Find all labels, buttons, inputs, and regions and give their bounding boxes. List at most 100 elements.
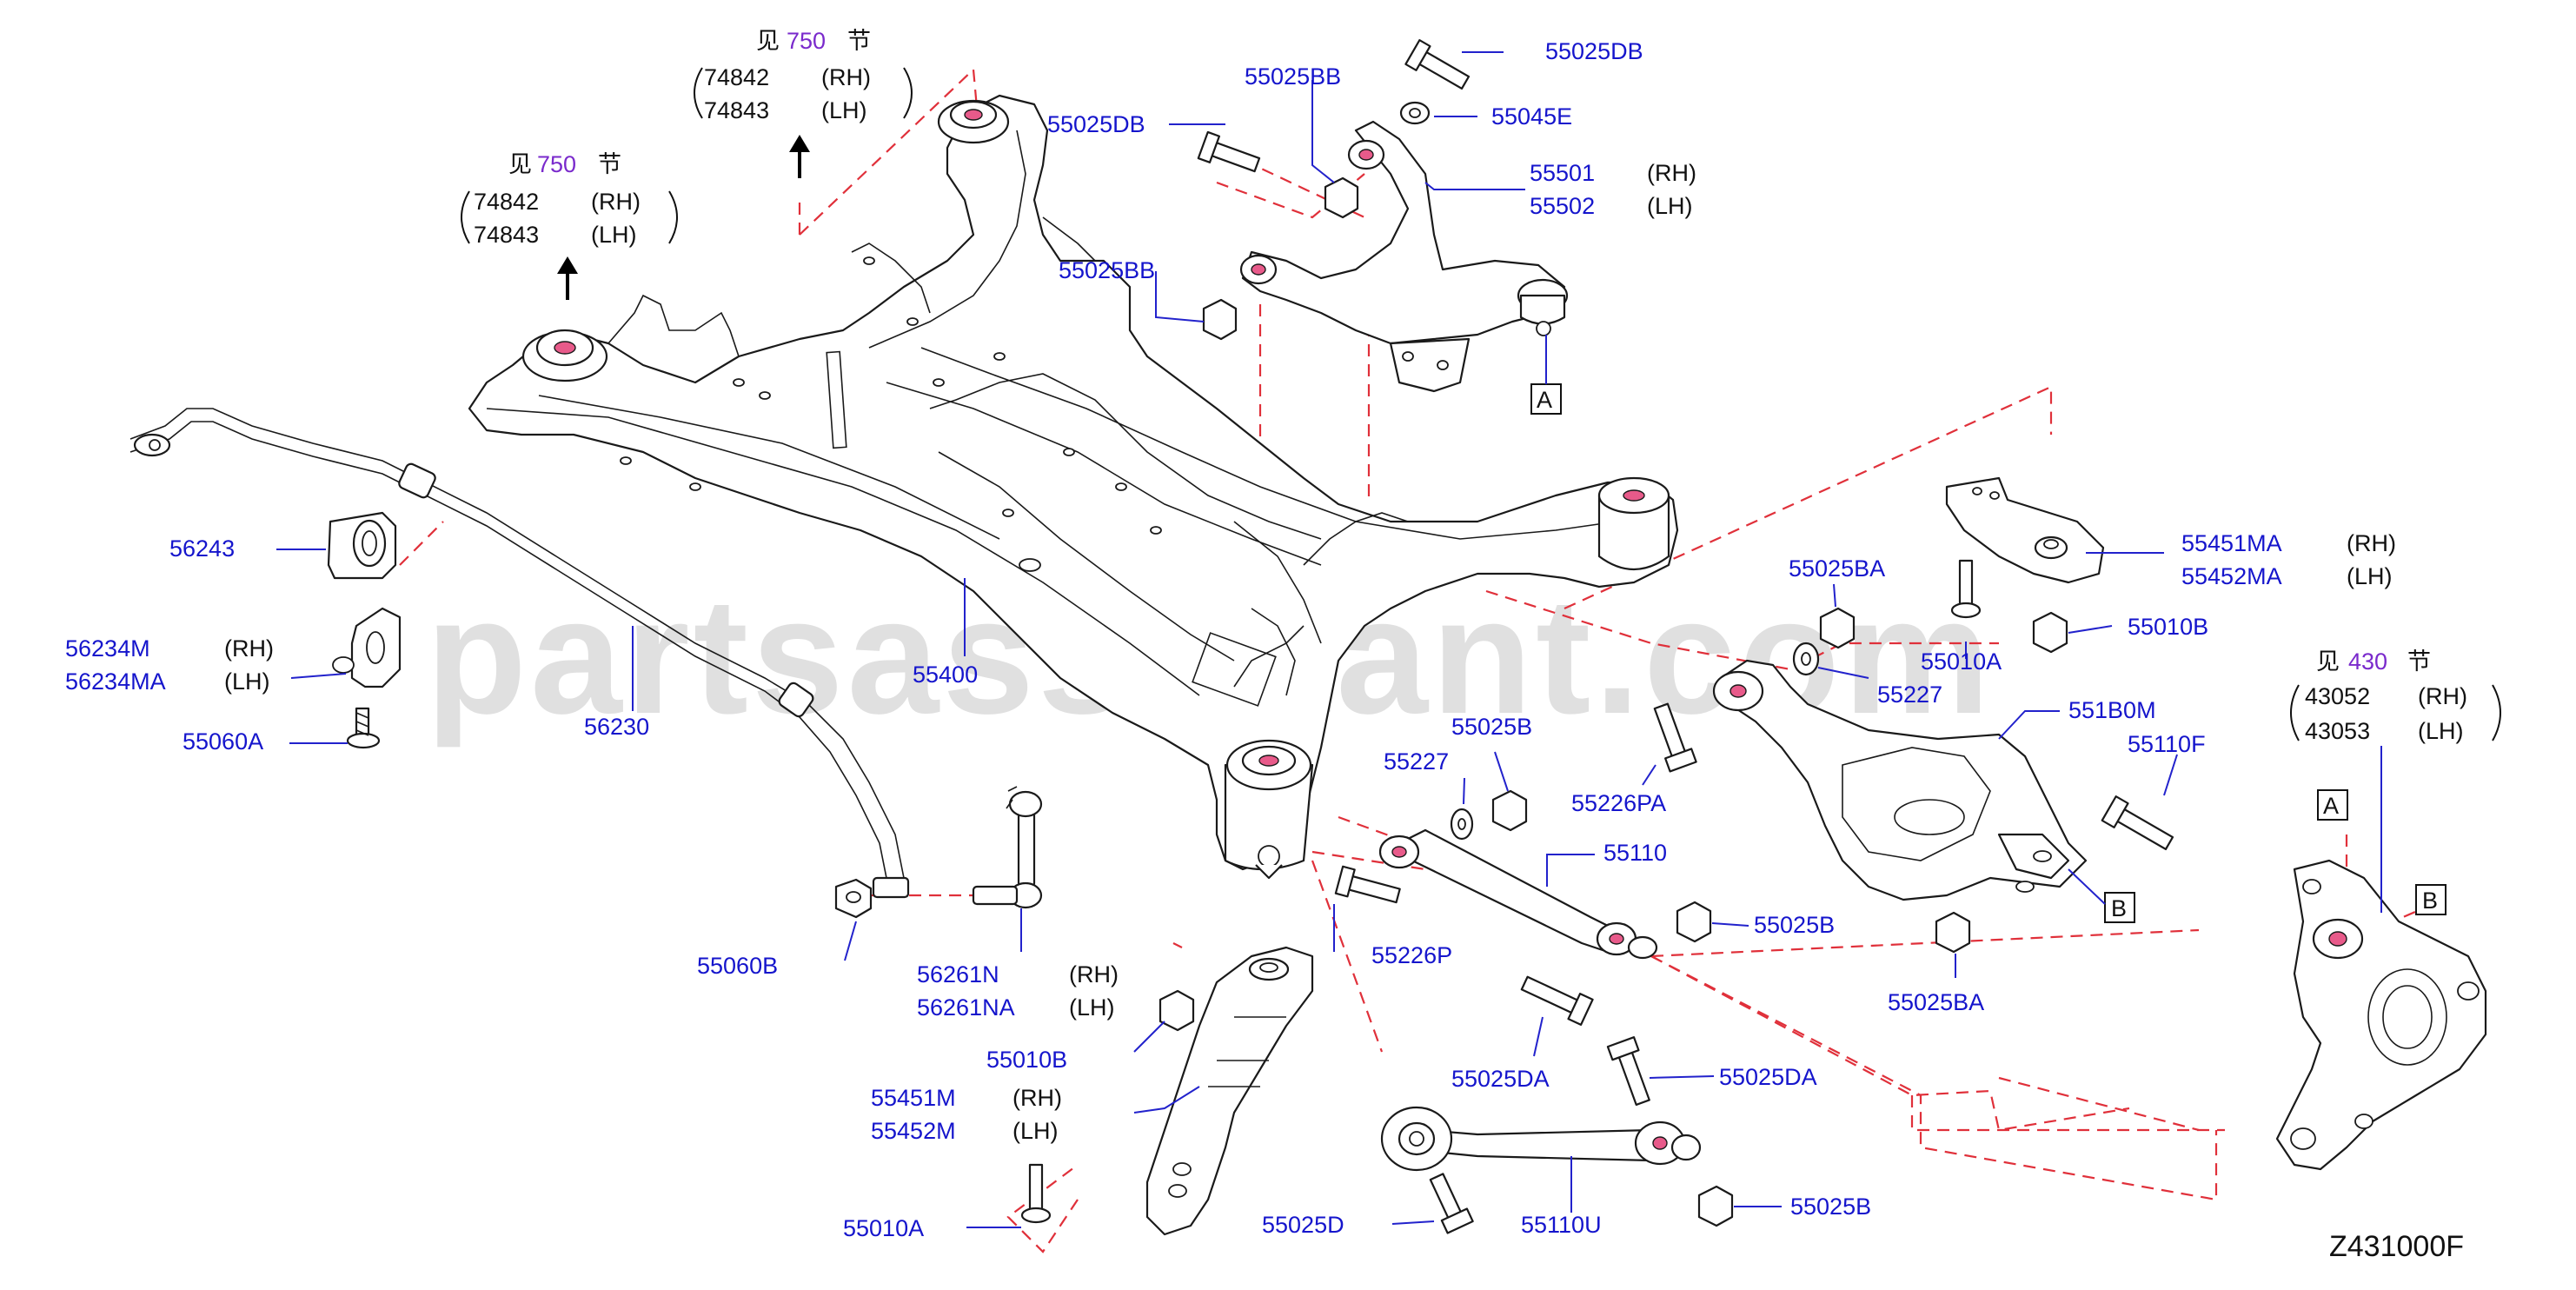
callout-55025D[interactable]: 55025D — [1262, 1212, 1344, 1238]
svg-text:(LH): (LH) — [1012, 1118, 1059, 1144]
callout-551B0M[interactable]: 551B0M — [2068, 697, 2156, 723]
stabilizer-bushing[interactable] — [327, 511, 397, 580]
callout-56234M[interactable]: 56234M — [65, 635, 150, 662]
callout-55227[interactable]: 55227 — [1877, 682, 1942, 708]
callout-55025DB[interactable]: 55025DB — [1545, 38, 1643, 64]
svg-text:(RH): (RH) — [1647, 160, 1696, 186]
callout-56234MA[interactable]: 56234MA — [65, 668, 166, 695]
callout-55452M[interactable]: 55452M — [871, 1118, 956, 1144]
svg-text:A: A — [1537, 387, 1552, 413]
callout-55025DA[interactable]: 55025DA — [1451, 1066, 1550, 1092]
svg-text:(LH): (LH) — [821, 97, 867, 123]
callout-55010B[interactable]: 55010B — [2128, 614, 2208, 640]
callout-55400[interactable]: 55400 — [913, 662, 978, 688]
svg-text:(RH): (RH) — [591, 189, 641, 215]
link-bracket-upper[interactable] — [1945, 476, 2105, 584]
callout-55010A[interactable]: 55010A — [843, 1215, 924, 1241]
link-bracket-lower[interactable] — [1145, 946, 1314, 1236]
callout-55110U[interactable]: 55110U — [1521, 1212, 1602, 1238]
ref-box-B1[interactable]: B — [2068, 868, 2135, 923]
svg-text:(LH): (LH) — [1069, 994, 1115, 1021]
callout-55227[interactable]: 55227 — [1384, 748, 1449, 775]
callout-55226P[interactable]: 55226P — [1371, 942, 1452, 968]
up-arrow-icon — [557, 256, 578, 300]
svg-text:(RH): (RH) — [1069, 961, 1119, 987]
rear-axle-housing[interactable] — [2275, 859, 2487, 1171]
upper-link[interactable] — [1239, 120, 1569, 393]
section-ref-750-left[interactable]: 见 750 节 74842 (RH) 74843 (LH) — [461, 151, 678, 300]
callout-56261NA[interactable]: 56261NA — [917, 994, 1015, 1021]
callout-55025B[interactable]: 55025B — [1754, 912, 1835, 938]
callout-55010B[interactable]: 55010B — [986, 1047, 1067, 1073]
callout-55110[interactable]: 55110 — [1603, 840, 1667, 866]
svg-text:(RH): (RH) — [224, 635, 274, 662]
lower-link[interactable] — [1712, 659, 2088, 901]
ref-box-A1[interactable]: A — [1530, 335, 1562, 415]
svg-text:74842: 74842 — [704, 64, 769, 90]
lateral-link-55110U[interactable] — [1380, 1106, 1702, 1172]
callout-55025BA[interactable]: 55025BA — [1888, 989, 1984, 1015]
svg-text:见: 见 — [756, 28, 780, 54]
callout-55060A[interactable]: 55060A — [183, 728, 263, 755]
callout-55451M[interactable]: 55451M — [871, 1085, 956, 1111]
svg-text:74843: 74843 — [474, 222, 539, 248]
ref-box-B2[interactable]: B — [2415, 884, 2447, 915]
svg-text:(LH): (LH) — [591, 222, 637, 248]
svg-text:(LH): (LH) — [224, 668, 270, 695]
callout-55025BB[interactable]: 55025BB — [1245, 63, 1341, 90]
svg-text:(RH): (RH) — [2347, 530, 2396, 556]
up-arrow-icon — [789, 135, 810, 178]
svg-text:(LH): (LH) — [1647, 193, 1693, 219]
callout-55452MA[interactable]: 55452MA — [2181, 563, 2282, 589]
svg-text:74842: 74842 — [474, 189, 539, 215]
svg-text:节: 节 — [2407, 648, 2431, 675]
callout-55502[interactable]: 55502 — [1530, 193, 1595, 219]
callout-56243[interactable]: 56243 — [169, 535, 235, 562]
callout-55025B[interactable]: 55025B — [1451, 714, 1532, 740]
stabilizer-clamp[interactable] — [332, 607, 402, 688]
svg-text:B: B — [2422, 888, 2438, 914]
radius-rod-55110[interactable] — [1378, 828, 1658, 960]
svg-text:(RH): (RH) — [2418, 683, 2467, 709]
svg-text:节: 节 — [847, 28, 871, 54]
drawing-code: Z431000F — [2329, 1230, 2464, 1263]
callout-55025B[interactable]: 55025B — [1790, 1194, 1871, 1220]
svg-text:750: 750 — [787, 28, 826, 54]
stabilizer-bar[interactable] — [129, 408, 910, 899]
callout-55025DB[interactable]: 55025DB — [1047, 111, 1145, 137]
callout-55501[interactable]: 55501 — [1530, 160, 1595, 186]
svg-text:(RH): (RH) — [821, 64, 871, 90]
part-callouts: 55025DB 55025BB 55025DB 55045E 55501 (RH… — [65, 38, 2396, 1241]
svg-text:43053: 43053 — [2305, 718, 2370, 744]
bolt-55060A[interactable] — [346, 707, 381, 749]
rear-suspension-member — [468, 94, 1679, 880]
svg-text:(LH): (LH) — [2418, 718, 2464, 744]
callout-55451MA[interactable]: 55451MA — [2181, 530, 2282, 556]
svg-text:B: B — [2111, 895, 2127, 921]
section-ref-430[interactable]: 见 430 节 43052 (RH) 43053 (LH) — [2290, 648, 2501, 744]
svg-text:43052: 43052 — [2305, 683, 2370, 709]
callout-55025BA[interactable]: 55025BA — [1789, 555, 1885, 582]
svg-text:430: 430 — [2348, 648, 2387, 675]
callout-55025BB[interactable]: 55025BB — [1059, 257, 1155, 283]
callout-55025DA[interactable]: 55025DA — [1719, 1064, 1817, 1090]
callout-56261N[interactable]: 56261N — [917, 961, 999, 987]
callout-55060B[interactable]: 55060B — [697, 953, 778, 979]
section-ref-750-top[interactable]: 见 750 节 74842 (RH) 74843 (LH) — [694, 28, 913, 178]
svg-text:节: 节 — [598, 151, 621, 177]
stabilizer-connecting-rod[interactable] — [972, 786, 1043, 909]
callout-55045E[interactable]: 55045E — [1491, 103, 1572, 130]
ref-box-A2[interactable]: A — [2317, 789, 2348, 821]
fasteners — [1020, 39, 2174, 1234]
callout-55010A[interactable]: 55010A — [1921, 648, 2002, 675]
leader-lines — [276, 51, 2382, 1228]
callout-55226PA[interactable]: 55226PA — [1571, 790, 1666, 816]
svg-text:(RH): (RH) — [1012, 1085, 1062, 1111]
svg-text:A: A — [2323, 793, 2339, 819]
svg-text:74843: 74843 — [704, 97, 769, 123]
callout-56230[interactable]: 56230 — [584, 714, 649, 740]
nut-55060B[interactable] — [834, 878, 873, 919]
callout-55110F[interactable]: 55110F — [2128, 731, 2206, 757]
svg-text:见: 见 — [508, 151, 532, 177]
